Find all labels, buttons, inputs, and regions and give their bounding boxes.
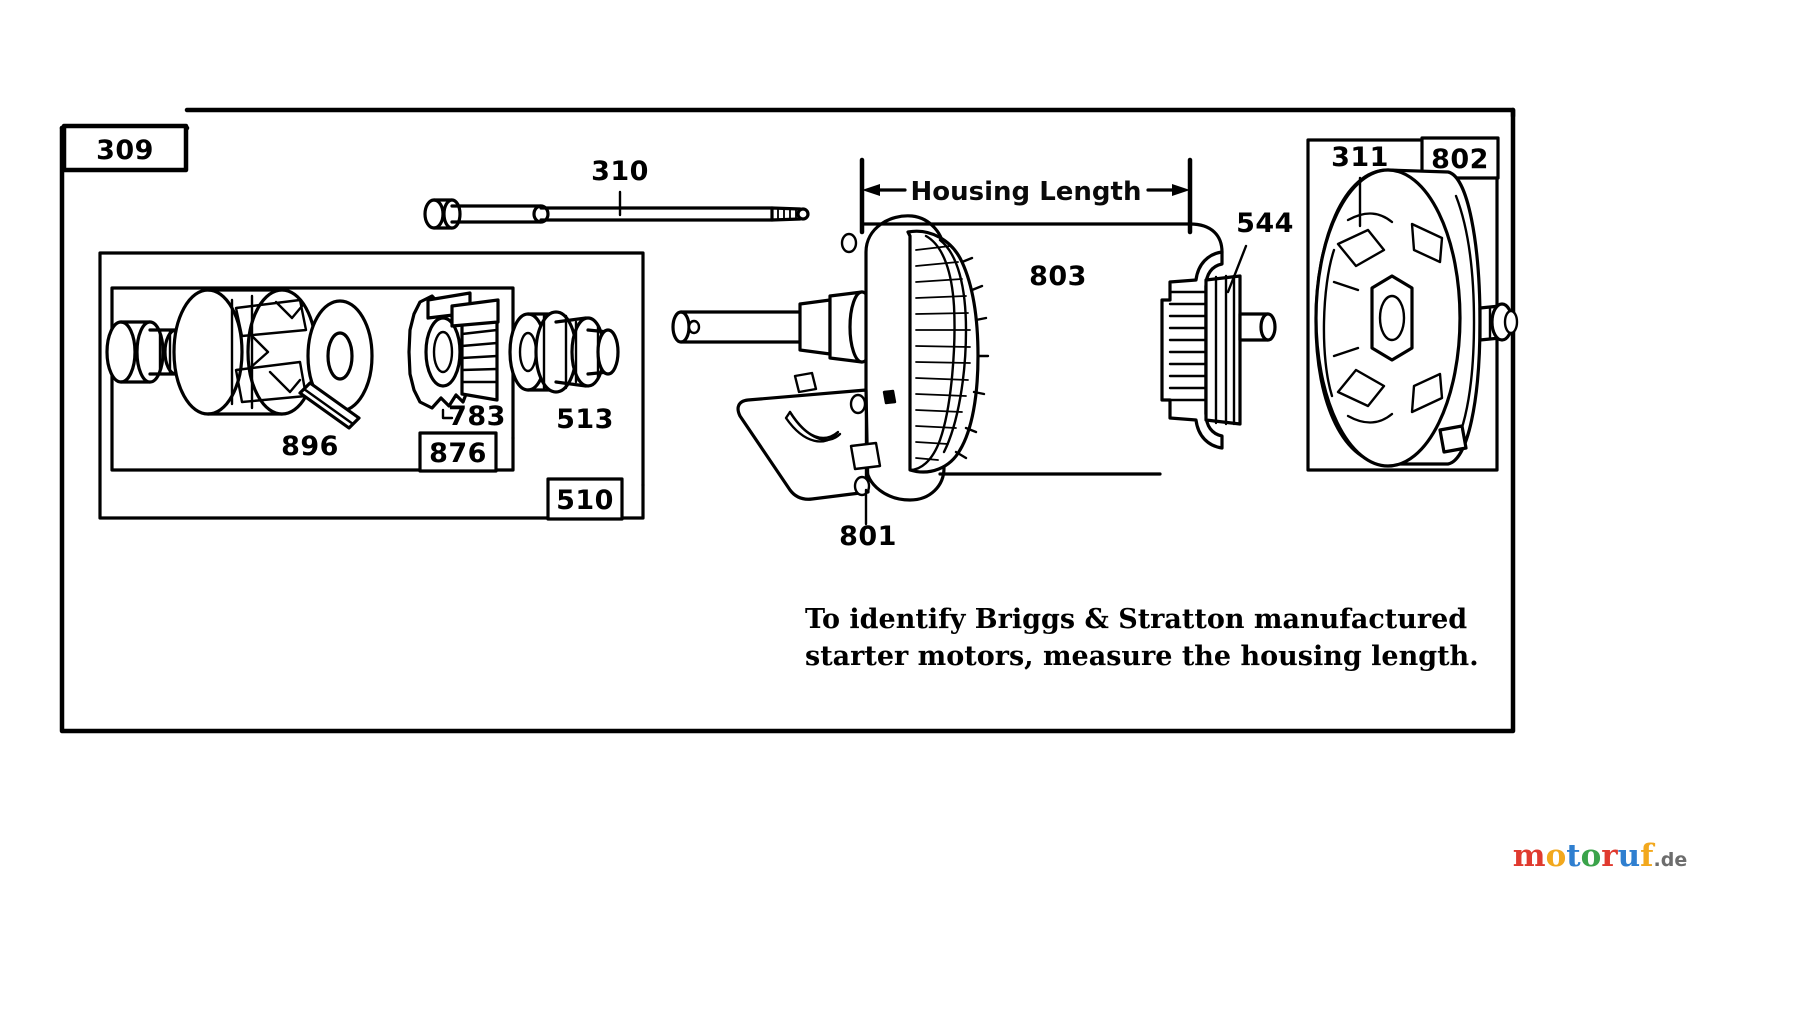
end-cap-group-box: 802 <box>1306 136 1500 472</box>
drive-washer <box>306 299 374 413</box>
callout-510-label: 510 <box>556 485 614 516</box>
armature-assembly <box>906 229 990 474</box>
callout-544-leader <box>1226 244 1248 294</box>
drive-assembly-box: 876 <box>110 286 515 473</box>
figure-number-box: 309 <box>61 123 189 173</box>
housing-length-label: Housing Length <box>911 177 1142 207</box>
drive-nut <box>508 310 620 394</box>
callout-801-label: 801 <box>839 521 897 552</box>
note-line-1: To identify Briggs & Stratton manufactur… <box>805 604 1467 635</box>
callout-544-label: 544 <box>1236 208 1294 239</box>
roll-pin <box>298 381 361 430</box>
callout-896-label: 896 <box>281 431 339 462</box>
callout-783-label: 783 <box>448 401 506 432</box>
callout-311-label: 311 <box>1331 142 1389 173</box>
callout-783-leader <box>441 408 454 420</box>
callout-513-label: 513 <box>556 404 614 435</box>
through-bolt <box>423 198 810 230</box>
callout-310-label: 310 <box>591 156 649 187</box>
figure-number-label: 309 <box>96 135 154 166</box>
starter-drive-group-box: 510 <box>98 251 645 521</box>
armature-shaft <box>671 290 876 364</box>
housing-length-dimension: Housing Length <box>859 157 1193 235</box>
watermark: motoruf.de <box>1513 838 1687 874</box>
brush-holder <box>1160 250 1277 450</box>
callout-802-label: 802 <box>1431 144 1489 175</box>
callout-803-label: 803 <box>1029 261 1087 292</box>
identification-note: To identify Briggs & Stratton manufactur… <box>805 604 1479 672</box>
pinion-gear <box>407 291 500 410</box>
watermark-logo: motoruf.de <box>1513 838 1687 874</box>
starter-drive-clutch <box>172 288 318 416</box>
note-line-2: starter motors, measure the housing leng… <box>805 641 1479 672</box>
commutator-end-cap <box>1314 168 1519 468</box>
callout-876-label: 876 <box>429 438 487 469</box>
